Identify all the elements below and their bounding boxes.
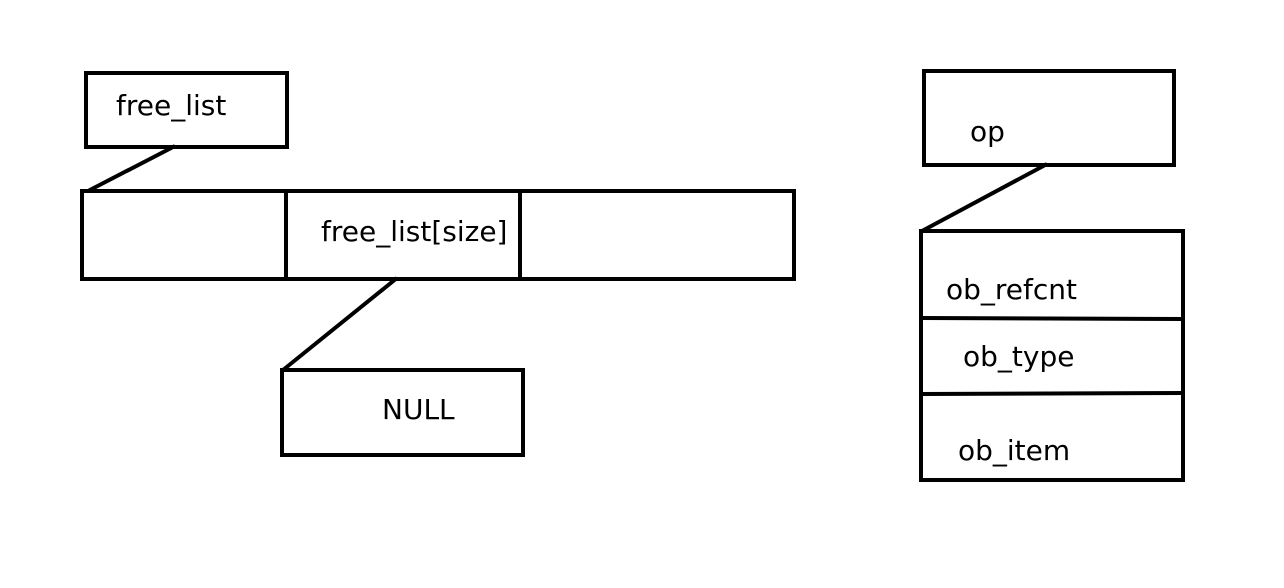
- null-box: [280, 368, 525, 457]
- null-label: NULL: [382, 393, 455, 426]
- field-ob-type: ob_type: [963, 340, 1074, 373]
- field-divider: [920, 391, 1184, 396]
- free-list-to-array-connector: [87, 144, 176, 193]
- array-cell-label: free_list[size]: [321, 215, 507, 248]
- list-object-box: [919, 229, 1185, 482]
- list-object: ob_refcnt ob_type ob_item: [919, 229, 1185, 482]
- array-cell-to-null-connector: [281, 276, 399, 372]
- op-pointer-node: op: [922, 69, 1176, 167]
- free-list-array-box: [80, 189, 796, 281]
- null-node: NULL: [280, 368, 525, 457]
- op-pointer-label: op: [970, 115, 1005, 148]
- field-ob-refcnt: ob_refcnt: [946, 273, 1077, 306]
- free-list-pointer-node: free_list: [84, 71, 289, 149]
- op-to-object-connector: [921, 162, 1048, 233]
- field-divider: [920, 316, 1184, 321]
- free-list-pointer-label: free_list: [116, 89, 226, 122]
- free-list-pointer-box: [84, 71, 289, 149]
- op-pointer-box: [922, 69, 1176, 167]
- free-list-array: free_list[size]: [80, 189, 796, 281]
- field-ob-item: ob_item: [958, 434, 1070, 467]
